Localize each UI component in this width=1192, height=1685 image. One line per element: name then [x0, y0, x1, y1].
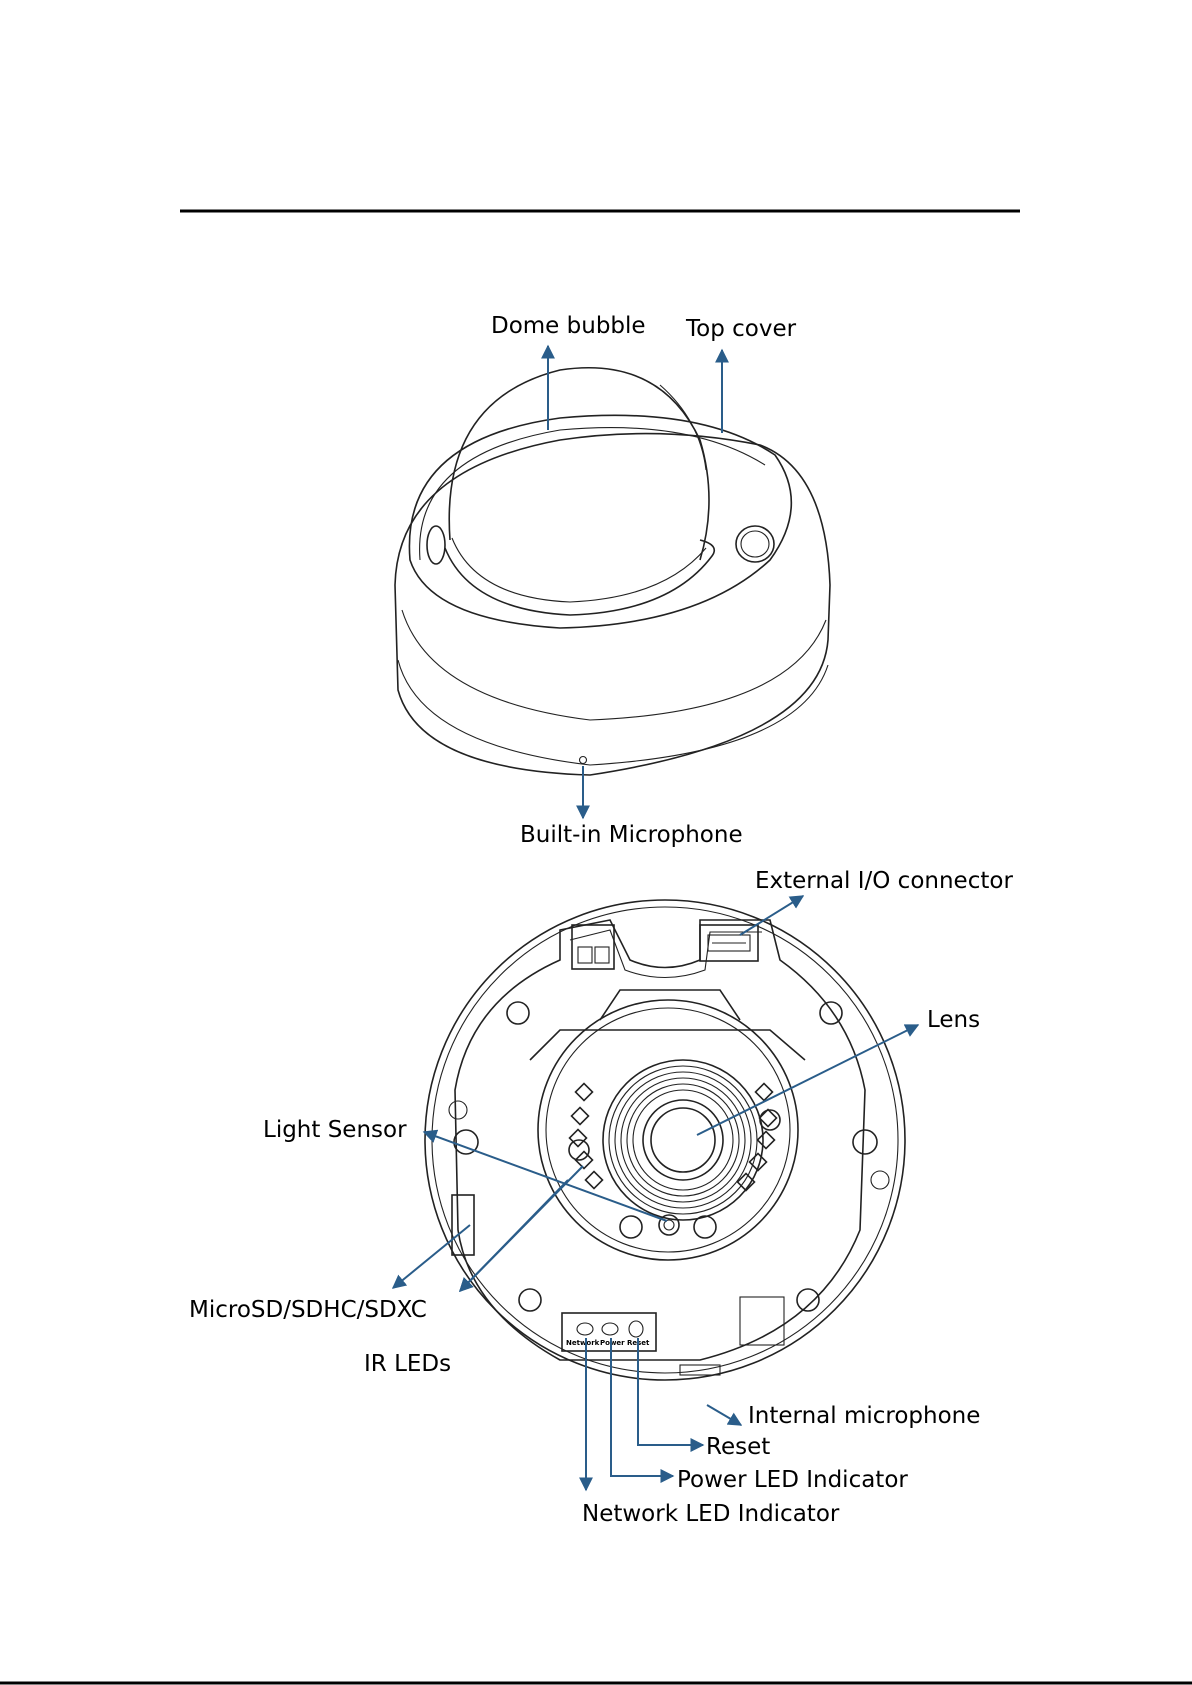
- reset-arrow: [638, 1338, 703, 1445]
- ir-leds-label: IR LEDs: [364, 1351, 451, 1377]
- microsd-label: MicroSD/SDHC/SDXC: [189, 1297, 427, 1323]
- light-sensor-label: Light Sensor: [263, 1117, 407, 1143]
- panel-network-text: Network: [566, 1339, 600, 1347]
- power-led-label: Power LED Indicator: [677, 1467, 908, 1493]
- camera-internal-view: Network Power Reset: [425, 900, 905, 1380]
- ir-leds-arrow-2: [460, 1166, 583, 1291]
- internal-microphone-label: Internal microphone: [748, 1403, 980, 1429]
- reset-label: Reset: [706, 1434, 770, 1460]
- lens-label: Lens: [927, 1007, 980, 1033]
- top-cover-label: Top cover: [685, 316, 797, 342]
- light-sensor-arrow: [424, 1132, 667, 1221]
- internal-microphone-arrow: [707, 1405, 741, 1425]
- panel-power-text: Power: [600, 1339, 625, 1347]
- external-io-label: External I/O connector: [755, 868, 1013, 894]
- lens-arrow: [697, 1025, 918, 1135]
- builtin-microphone-label: Built-in Microphone: [520, 822, 743, 848]
- power-led-arrow: [611, 1338, 673, 1476]
- dome-bubble-label: Dome bubble: [491, 313, 646, 339]
- microsd-arrow: [393, 1225, 470, 1288]
- dome-camera-side-view: [395, 368, 830, 775]
- network-led-label: Network LED Indicator: [582, 1501, 840, 1527]
